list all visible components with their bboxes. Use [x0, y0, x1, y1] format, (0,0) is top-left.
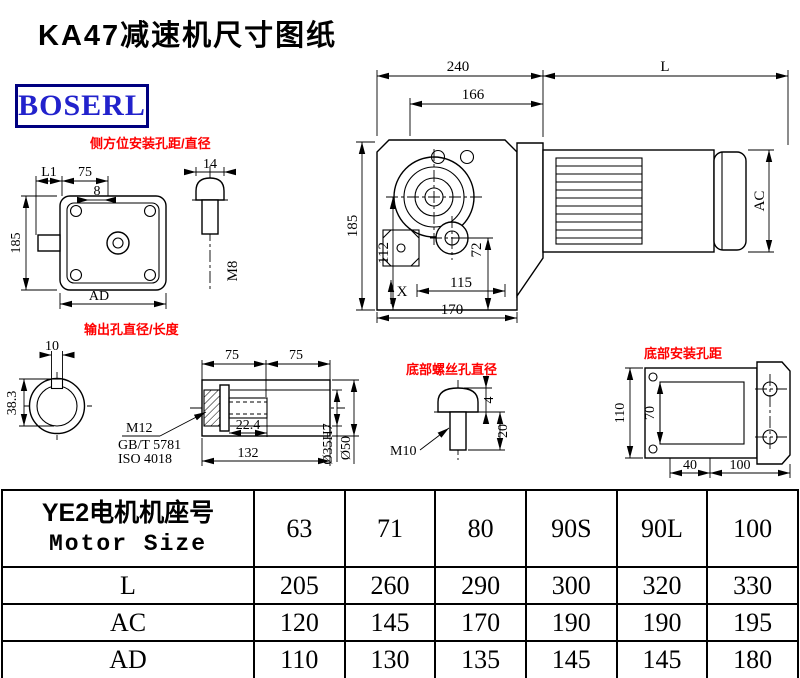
dim-L1: L1 — [41, 165, 57, 180]
bottom-screw-note: 底部螺丝孔直径 — [406, 362, 497, 377]
dim-d50: Ø50 — [339, 436, 354, 460]
size-col-90S: 90S — [524, 489, 618, 568]
dim-132: 132 — [238, 446, 259, 461]
dim-AD: AD — [89, 289, 109, 304]
table-cell: 330 — [706, 566, 799, 605]
dim-112: 112 — [376, 242, 392, 264]
main-view-front — [376, 139, 747, 311]
dim-38-3: 38.3 — [5, 391, 20, 416]
dim-M10: M10 — [390, 444, 416, 459]
size-col-71: 71 — [343, 489, 437, 568]
dim-14: 14 — [203, 157, 217, 172]
table-cell: 290 — [434, 566, 527, 605]
size-col-63: 63 — [253, 489, 346, 568]
table-cell: 145 — [615, 640, 709, 678]
bottom-mount-note: 底部安装孔距 — [644, 346, 722, 361]
table-row-header: YE2电机机座号 Motor Size 63 71 80 90S 90L 100 — [1, 489, 799, 568]
table-cell: 120 — [253, 603, 346, 642]
dim-d35H7: Ø35H7 — [321, 423, 336, 464]
motor-size-table: YE2电机机座号 Motor Size 63 71 80 90S 90L 100… — [1, 489, 799, 678]
output-hole-note: 输出孔直径/长度 — [84, 322, 180, 337]
dim-M8: M8 — [225, 261, 241, 282]
table-cell: 180 — [706, 640, 799, 678]
dim-75a: 75 — [225, 348, 239, 363]
dim-M12: M12 — [126, 421, 152, 436]
table-header-cell: YE2电机机座号 Motor Size — [1, 489, 255, 568]
table-cell: 190 — [615, 603, 709, 642]
table-cell: 170 — [434, 603, 527, 642]
motor-size-label-en: Motor Size — [48, 530, 208, 557]
dim-70: 70 — [643, 406, 658, 420]
dim-22-4: 22.4 — [236, 418, 261, 433]
dim-72: 72 — [469, 243, 485, 258]
row-label-AC: AC — [1, 603, 255, 642]
output-shaft-side: 75 75 22.4 132 M12 GB/T 5781 ISO 4018 Ø3… — [118, 348, 359, 467]
dim-75b: 75 — [289, 348, 303, 363]
dim-4: 4 — [482, 397, 497, 404]
m8-bolt-detail: 14 M8 — [184, 157, 241, 292]
dim-X: X — [397, 284, 408, 300]
side-mount-note: 侧方位安装孔距/直径 — [90, 136, 211, 151]
dim-75-side: 75 — [78, 165, 92, 180]
row-label-AD: AD — [1, 640, 255, 678]
dim-10: 10 — [45, 339, 59, 354]
table-cell: 145 — [343, 603, 437, 642]
table-cell: 320 — [615, 566, 709, 605]
table-row-AD: AD 110 130 135 145 145 180 — [1, 640, 799, 678]
table-cell: 135 — [434, 640, 527, 678]
output-shaft-section: 输出孔直径/长度 10 38.3 — [5, 322, 180, 440]
row-label-L: L — [1, 566, 255, 605]
table-cell: 190 — [524, 603, 618, 642]
boserl-logo-text: BOSERL — [18, 89, 146, 122]
dim-166: 166 — [462, 87, 485, 103]
table-cell: 260 — [343, 566, 437, 605]
bottom-mount-view: 底部安装孔距 110 70 40 100 — [613, 346, 791, 478]
main-view-dimensions: 240 L 166 185 112 72 X 115 170 AC — [345, 59, 789, 323]
side-view — [37, 195, 167, 291]
table-cell: 195 — [706, 603, 799, 642]
dim-8: 8 — [94, 184, 101, 199]
dim-40: 40 — [683, 458, 697, 473]
size-col-100: 100 — [706, 489, 799, 568]
table-cell: 300 — [524, 566, 618, 605]
table-cell: 205 — [253, 566, 346, 605]
page-title: KA47减速机尺寸图纸 — [38, 20, 338, 52]
dim-170: 170 — [441, 302, 464, 318]
dim-AC: AC — [752, 191, 768, 212]
table-row-AC: AC 120 145 170 190 190 195 — [1, 603, 799, 642]
dimension-drawing: 240 L 166 185 112 72 X 115 170 AC — [5, 59, 791, 478]
motor-size-label-cn: YE2电机机座号 — [41, 499, 215, 528]
dim-110: 110 — [613, 403, 628, 423]
standard-iso: ISO 4018 — [118, 452, 172, 467]
m10-screw-detail: 底部螺丝孔直径 4 20 M10 — [390, 362, 511, 460]
size-col-90L: 90L — [615, 489, 709, 568]
boserl-logo: BOSERL — [15, 84, 149, 128]
dim-L: L — [660, 59, 669, 75]
side-view-dimensions: 侧方位安装孔距/直径 L1 75 8 185 AD — [9, 136, 211, 309]
dim-185-main: 185 — [345, 215, 361, 238]
table-cell: 145 — [524, 640, 618, 678]
table-row-L: L 205 260 290 300 320 330 — [1, 566, 799, 605]
dim-100: 100 — [730, 458, 751, 473]
table-cell: 130 — [343, 640, 437, 678]
dim-115: 115 — [450, 275, 472, 291]
dim-240: 240 — [447, 59, 470, 75]
dim-185-side: 185 — [9, 233, 24, 254]
standard-gb: GB/T 5781 — [118, 438, 181, 453]
table-cell: 110 — [253, 640, 346, 678]
dim-20: 20 — [496, 424, 511, 438]
size-col-80: 80 — [434, 489, 527, 568]
